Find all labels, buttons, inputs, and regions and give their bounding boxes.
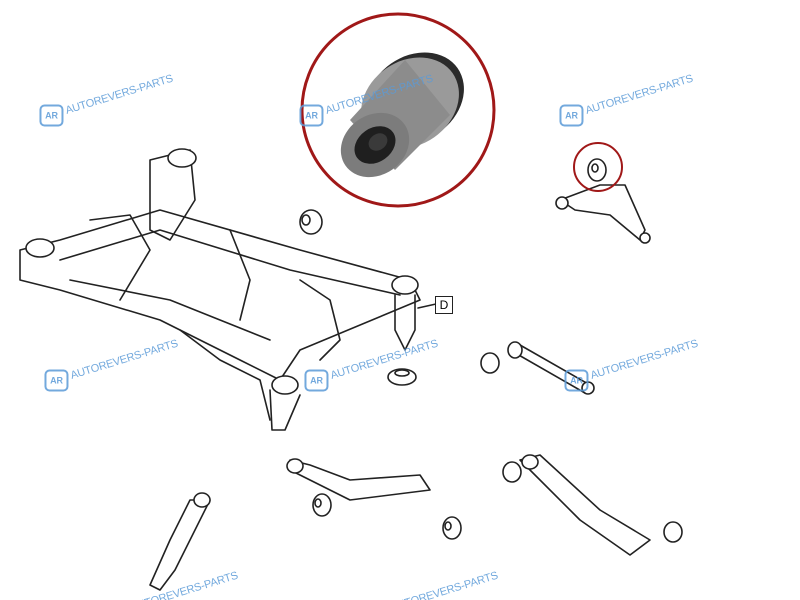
rear-subframe	[19, 148, 437, 431]
bushing-parts	[299, 209, 683, 543]
small-highlight-circle	[573, 142, 623, 192]
callout-label-d: D	[435, 296, 453, 314]
lateral-link	[507, 341, 595, 395]
upper-control-arm	[555, 158, 651, 244]
ar-logo-icon: AR	[39, 104, 64, 127]
ar-logo-icon: AR	[44, 369, 69, 392]
ar-logo-icon: AR	[304, 369, 329, 392]
ar-logo-icon: AR	[299, 104, 324, 127]
bushing-photo	[340, 52, 464, 178]
lower-arms	[149, 454, 651, 591]
ar-logo-icon: AR	[559, 104, 584, 127]
ar-logo-icon: AR	[564, 369, 589, 392]
